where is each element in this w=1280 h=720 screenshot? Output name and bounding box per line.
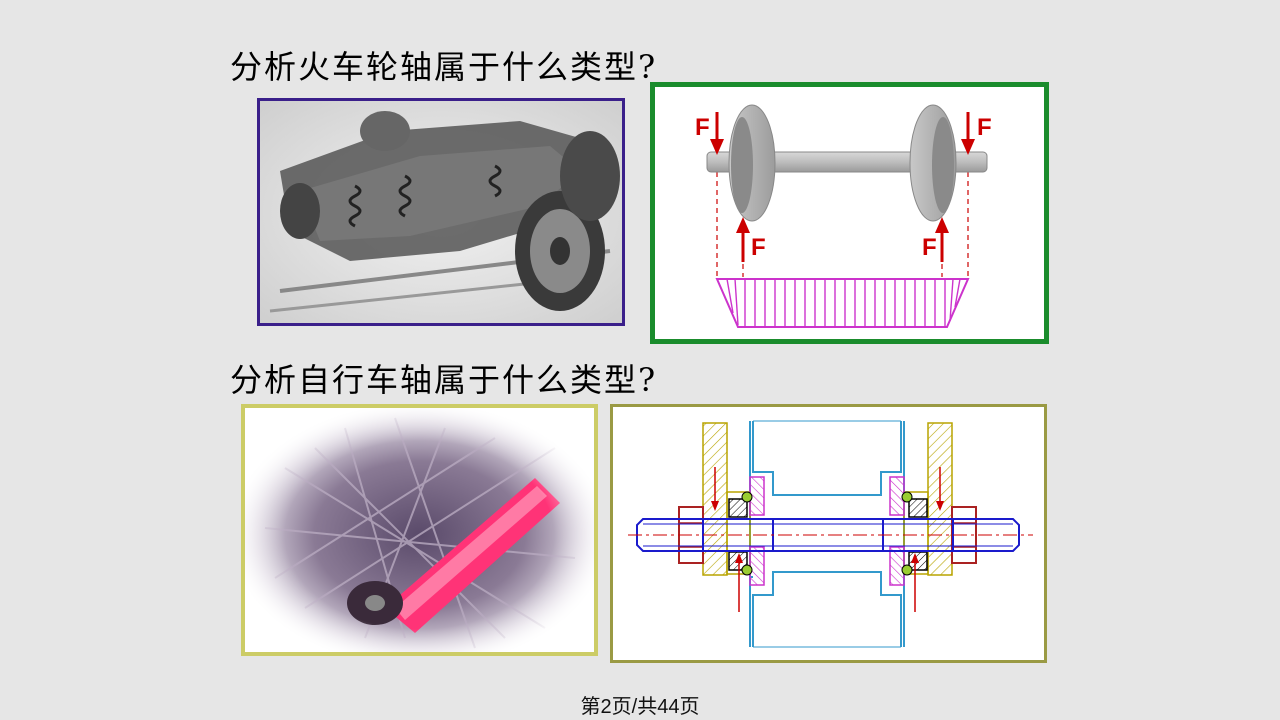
- force-label-left-bottom: F: [751, 234, 766, 261]
- force-label-right-bottom: F: [922, 234, 937, 261]
- train-axle-force-diagram: F F F F: [650, 82, 1049, 344]
- bending-moment-diagram: [715, 278, 970, 328]
- page-footer: 第2页/共44页: [580, 696, 700, 718]
- bicycle-hub-section-diagram: [610, 404, 1047, 663]
- force-label-left-top: F: [695, 114, 710, 141]
- question-bike-axle: 分析自行车轴属于什么类型?: [230, 361, 658, 399]
- question-train-axle: 分析火车轮轴属于什么类型?: [230, 48, 658, 86]
- force-label-right-top: F: [977, 114, 992, 141]
- bicycle-hub-photo: [241, 404, 598, 656]
- train-bogie-photo: [257, 98, 625, 326]
